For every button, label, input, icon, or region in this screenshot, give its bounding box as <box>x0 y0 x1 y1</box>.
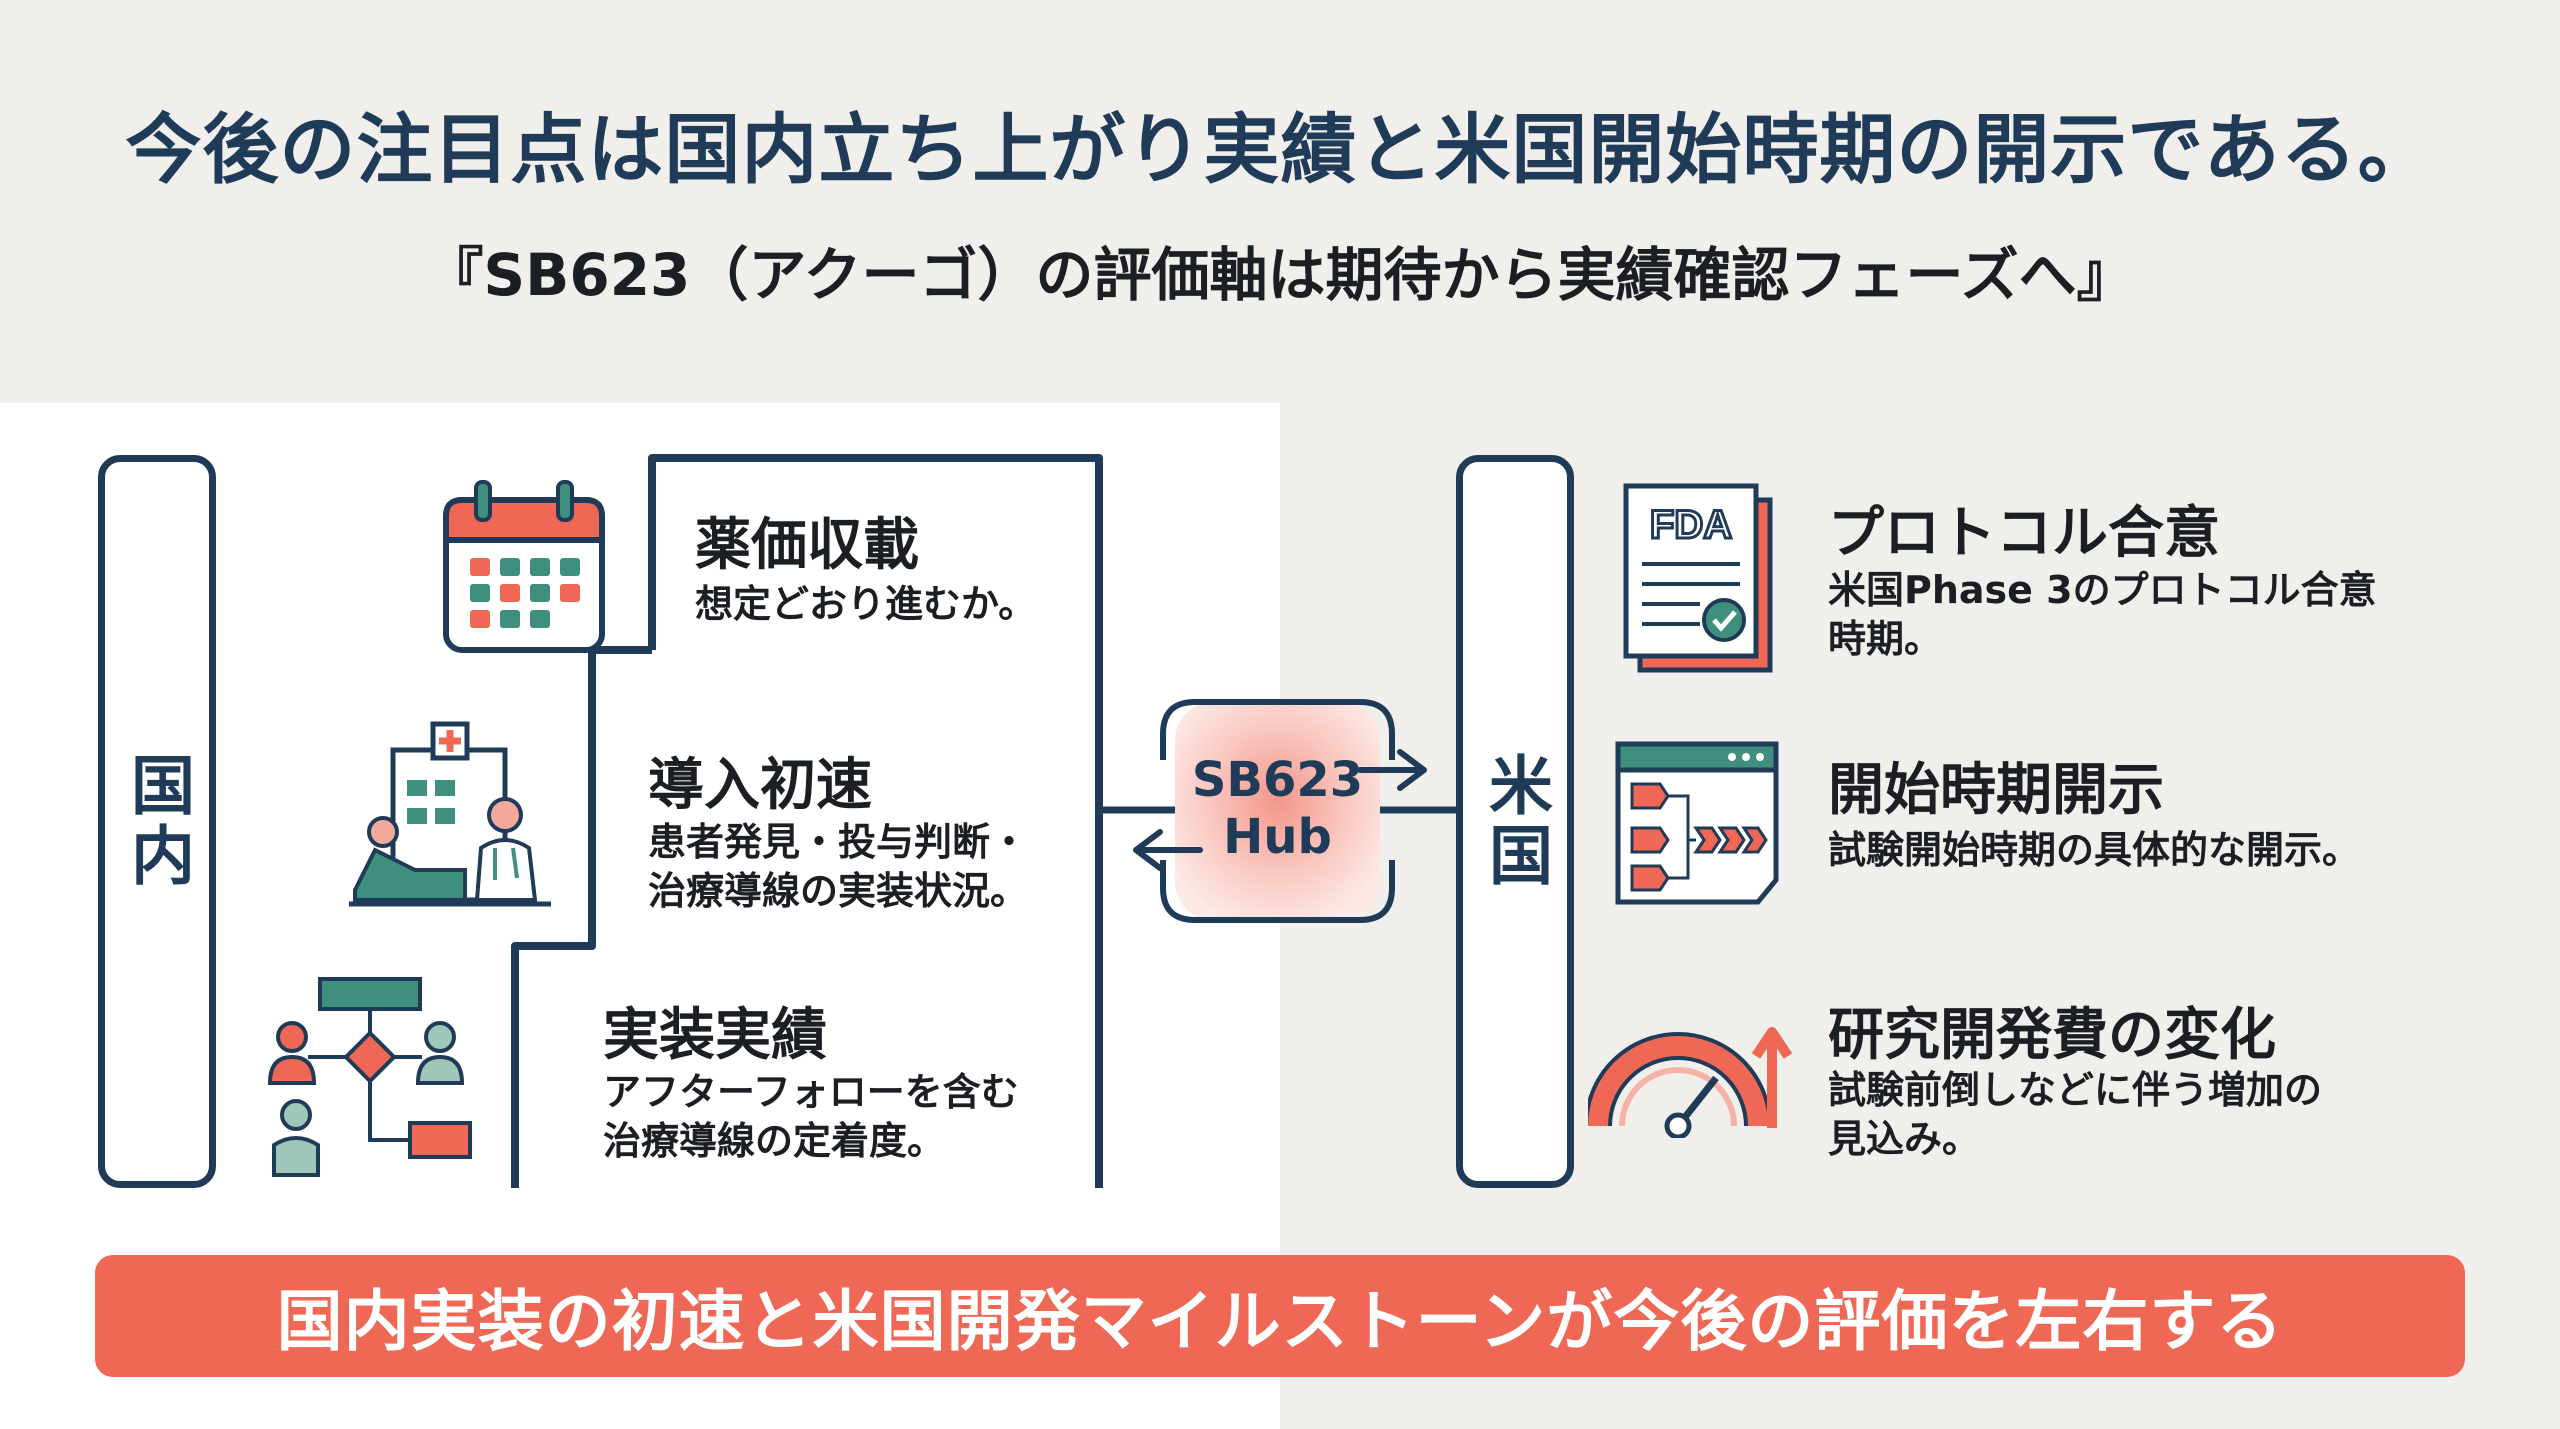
us-item-1-desc: 米国Phase 3のプロトコル合意 時期。 <box>1828 566 2377 665</box>
us-item-2-title: 開始時期開示 <box>1828 758 2164 823</box>
us-item-1-title: プロトコル合意 <box>1828 501 2220 566</box>
domestic-label-box: 国内 <box>98 455 216 1188</box>
hub-glow <box>1175 702 1380 920</box>
domestic-item-3-desc-line-2: 治療導線の定着度。 <box>603 1119 946 1164</box>
domestic-item-2-desc-line-1: 患者発見・投与判断・ <box>648 820 1029 864</box>
gauge-up-icon <box>1588 1027 1793 1138</box>
care-flow-icon <box>267 977 472 1177</box>
domestic-item-2-desc-line-2: 治療導線の実装状況。 <box>648 869 1029 914</box>
page-title: 今後の注目点は国内立ち上がり実績と米国開始時期の開示である。 <box>125 105 2435 194</box>
calendar-icon <box>443 480 605 653</box>
us-item-3-title: 研究開発費の変化 <box>1828 1003 2276 1068</box>
process-flow-icon <box>1615 741 1779 905</box>
conclusion-banner-text: 国内実装の初速と米国開発マイルストーンが今後の評価を左右する <box>276 1283 2284 1360</box>
fda-document-icon: FDA <box>1623 483 1773 673</box>
domestic-item-3-desc-line-1: アフターフォローを含む <box>603 1070 1019 1114</box>
domestic-item-3-title: 実装実績 <box>603 1003 827 1068</box>
us-item-2-desc: 試験開始時期の具体的な開示。 <box>1828 828 2361 872</box>
us-item-3-desc-line-1: 試験前倒しなどに伴う増加の <box>1828 1068 2323 1112</box>
domestic-item-3-desc: アフターフォローを含む 治療導線の定着度。 <box>603 1068 1019 1167</box>
hub-label: SB623 Hub <box>1175 752 1380 865</box>
domestic-item-2-title: 導入初速 <box>648 753 872 818</box>
hub-label-line-2: Hub <box>1223 808 1332 865</box>
hub-arrow-left-icon <box>1133 829 1203 871</box>
domestic-item-2-desc: 患者発見・投与判断・ 治療導線の実装状況。 <box>648 818 1028 917</box>
us-label: 米国 <box>1478 751 1552 892</box>
us-label-box: 米国 <box>1456 455 1574 1188</box>
domestic-label: 国内 <box>120 751 194 892</box>
domestic-item-1-title: 薬価収載 <box>695 513 919 578</box>
hub-label-line-1: SB623 <box>1191 752 1364 808</box>
stair-outline-steps <box>511 646 652 1188</box>
stair-outline-top <box>648 454 1103 1188</box>
hub-frame <box>1160 699 1395 923</box>
us-item-1-desc-line-2: 時期。 <box>1828 617 1943 662</box>
us-item-3-desc-line-2: 見込み。 <box>1828 1117 1981 1162</box>
hospital-doctor-icon <box>349 721 551 907</box>
us-item-3-desc: 試験前倒しなどに伴う増加の 見込み。 <box>1828 1066 2322 1165</box>
conclusion-banner: 国内実装の初速と米国開発マイルストーンが今後の評価を左右する <box>95 1255 2465 1377</box>
domestic-item-1-desc: 想定どおり進むか。 <box>695 582 1037 626</box>
us-item-1-desc-line-1: 米国Phase 3のプロトコル合意 <box>1828 568 2377 612</box>
page-subtitle: 『SB623（アクーゴ）の評価軸は期待から実績確認フェーズへ』 <box>425 241 2135 309</box>
hub-arrow-right-icon <box>1357 749 1427 791</box>
fda-icon-text: FDA <box>1650 503 1732 547</box>
